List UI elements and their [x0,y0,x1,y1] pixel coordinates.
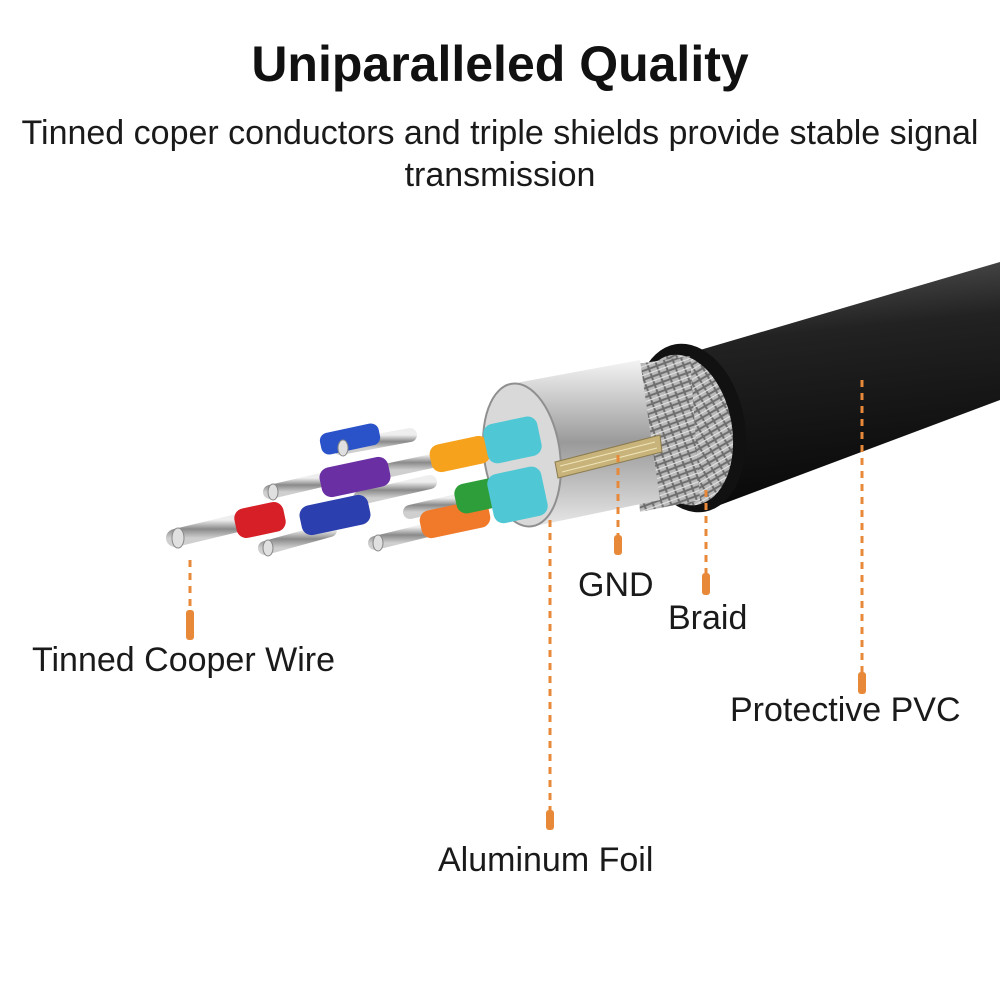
page-subtitle: Tinned coper conductors and triple shiel… [21,114,979,194]
leader-endpoints [186,535,866,830]
callout-tinned-cooper-wire: Tinned Cooper Wire [32,641,335,679]
gnd-drain-wire [554,434,663,479]
conductor-bundle [166,416,548,557]
page-title: Uniparalleled Quality [251,36,749,92]
callout-gnd: GND [578,566,654,604]
callout-aluminum-foil: Aluminum Foil [438,841,654,879]
callout-protective-pvc: Protective PVC [730,691,961,729]
callout-braid: Braid [668,599,748,637]
